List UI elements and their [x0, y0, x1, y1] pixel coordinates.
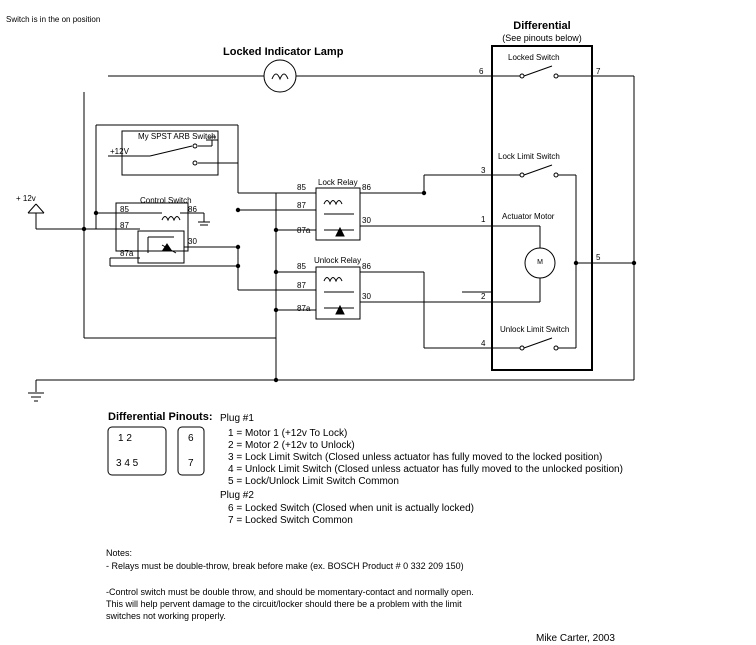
plug2-connector-outline [177, 426, 205, 476]
lock-relay-86: 86 [362, 183, 371, 192]
differential-subtitle: (See pinouts below) [502, 33, 582, 43]
control-switch-title: Control Switch [140, 196, 192, 205]
lock-relay-87: 87 [297, 201, 306, 210]
notes-line-5: switches not working properly. [106, 611, 226, 621]
diff-pin-7: 7 [596, 67, 601, 76]
locked-indicator-lamp [263, 59, 297, 93]
unlock-relay-30: 30 [362, 292, 371, 301]
control-switch-87a: 87a [120, 249, 134, 258]
diff-pin-6: 6 [479, 67, 484, 76]
plug1-line-1: 1 = Motor 1 (+12v To Lock) [228, 428, 348, 439]
lock-relay-87a: 87a [297, 226, 311, 235]
lock-limit-switch-label: Lock Limit Switch [498, 152, 560, 161]
diff-pin-2: 2 [481, 292, 486, 301]
arb-supply-label: +12V [110, 147, 129, 156]
plug1-line-4: 4 = Unlock Limit Switch (Closed unless a… [228, 464, 623, 475]
plug1-line-2: 2 = Motor 2 (+12v to Unlock) [228, 440, 355, 451]
lamp-title: Locked Indicator Lamp [223, 46, 344, 58]
actuator-motor-label: Actuator Motor [502, 212, 555, 221]
plug2-line-1: 6 = Locked Switch (Closed when unit is a… [228, 503, 474, 514]
junction-dots [81, 190, 637, 383]
control-switch-30: 30 [188, 237, 197, 246]
lamp-filament-icon [271, 73, 289, 81]
plug1-title: Plug #1 [220, 413, 254, 424]
lock-relay-coil-icon [323, 200, 343, 206]
pinouts-title: Differential Pinouts: [108, 411, 213, 423]
unlock-relay-box [315, 266, 361, 320]
control-switch-contacts-box [137, 230, 185, 264]
lock-limit-switch-blade [523, 164, 553, 176]
unlock-relay-coil-icon [323, 277, 343, 283]
lock-relay-85: 85 [297, 183, 306, 192]
plug1-connector-row1: 1 2 [118, 433, 132, 444]
differential-box [491, 45, 593, 371]
unlock-relay-87a: 87a [297, 304, 311, 313]
unlock-relay-87: 87 [297, 281, 306, 290]
unlock-limit-switch-blade [523, 337, 553, 349]
notes-line-1: - Relays must be double-throw, break bef… [106, 561, 464, 571]
notes-line-3: -Control switch must be double throw, an… [106, 587, 474, 597]
supply-label: + 12v [16, 194, 36, 203]
motor-symbol: M [537, 259, 543, 266]
differential-title: Differential [513, 20, 571, 32]
arb-switch-blade [149, 145, 193, 157]
unlock-relay-title: Unlock Relay [314, 256, 362, 265]
switch-note: Switch is in the on position [6, 15, 101, 24]
plug1-line-3: 3 = Lock Limit Switch (Closed unless act… [228, 452, 603, 463]
arb-switch-box [121, 130, 219, 176]
control-switch-87: 87 [120, 221, 129, 230]
plug1-connector-row2: 3 4 5 [116, 458, 139, 469]
author-credit: Mike Carter, 2003 [536, 633, 615, 644]
notes-heading: Notes: [106, 548, 133, 558]
control-switch-coil-icon [161, 216, 181, 222]
lock-relay-title: Lock Relay [318, 178, 358, 187]
locked-switch-label: Locked Switch [508, 53, 560, 62]
unlock-relay-85: 85 [297, 262, 306, 271]
diff-pin-5: 5 [596, 253, 601, 262]
diff-pin-4: 4 [481, 339, 486, 348]
control-switch-85: 85 [120, 205, 129, 214]
unlock-limit-switch-label: Unlock Limit Switch [500, 325, 570, 334]
lock-relay-box [315, 187, 361, 241]
plug2-connector-bottom: 7 [188, 458, 194, 469]
plug2-title: Plug #2 [220, 490, 254, 501]
plug1-connector-outline [107, 426, 167, 476]
diff-pin-3: 3 [481, 166, 486, 175]
plug2-connector-top: 6 [188, 433, 194, 444]
control-switch-box [115, 202, 189, 252]
locked-switch-blade [523, 65, 553, 77]
plug1-line-5: 5 = Lock/Unlock Limit Switch Common [228, 476, 399, 487]
arb-switch-title: My SPST ARB Switch [138, 132, 216, 141]
plug2-line-2: 7 = Locked Switch Common [228, 515, 353, 526]
supply-arrow-icon [27, 203, 37, 214]
control-switch-86: 86 [188, 205, 197, 214]
diff-pin-1: 1 [481, 215, 486, 224]
notes-line-4: This will help pervent damage to the cir… [106, 599, 462, 609]
lock-relay-30: 30 [362, 216, 371, 225]
unlock-relay-86: 86 [362, 262, 371, 271]
